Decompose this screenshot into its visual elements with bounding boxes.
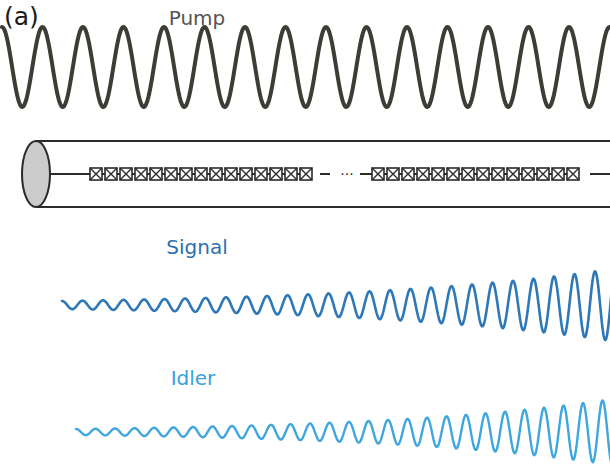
junction-symbol [300,168,312,180]
junction-symbol [522,168,537,180]
junction-symbol [255,168,270,180]
cylinder-end [22,141,50,207]
junction-symbol [105,168,120,180]
junction-symbol [507,168,522,180]
junction-symbol [552,168,567,180]
junction-symbol [477,168,492,180]
ellipsis: ··· [338,167,355,181]
junction-symbol [402,168,417,180]
junction-symbol [432,168,447,180]
junction-symbol [225,168,240,180]
waves [2,27,610,465]
pump-wave [2,27,610,107]
junction-symbol [270,168,285,180]
idler-wave [76,400,610,464]
junction-symbol [447,168,462,180]
junction-symbol [150,168,165,180]
transmission-line [22,141,610,207]
junction-symbol [387,168,402,180]
wave-label: Signal [166,237,227,257]
junction-symbol [135,168,150,180]
signal-wave [62,271,610,340]
panel-label: (a) [4,4,39,29]
junction-symbol [240,168,255,180]
junction-symbol [567,168,579,180]
junction-symbol [120,168,135,180]
cylinder-wall [36,141,610,207]
wave-label: Idler [171,368,216,388]
junction-symbol [372,168,387,180]
junction-symbol [180,168,195,180]
junction-symbol [195,168,210,180]
junction-symbol [492,168,507,180]
junction-symbol [417,168,432,180]
junction-symbol [285,168,300,180]
wave-label: Pump [169,8,226,28]
junction-symbol [90,168,105,180]
junction-symbol [210,168,225,180]
junction-array [50,168,610,180]
junction-symbol [165,168,180,180]
junction-symbol [537,168,552,180]
junction-symbol [462,168,477,180]
